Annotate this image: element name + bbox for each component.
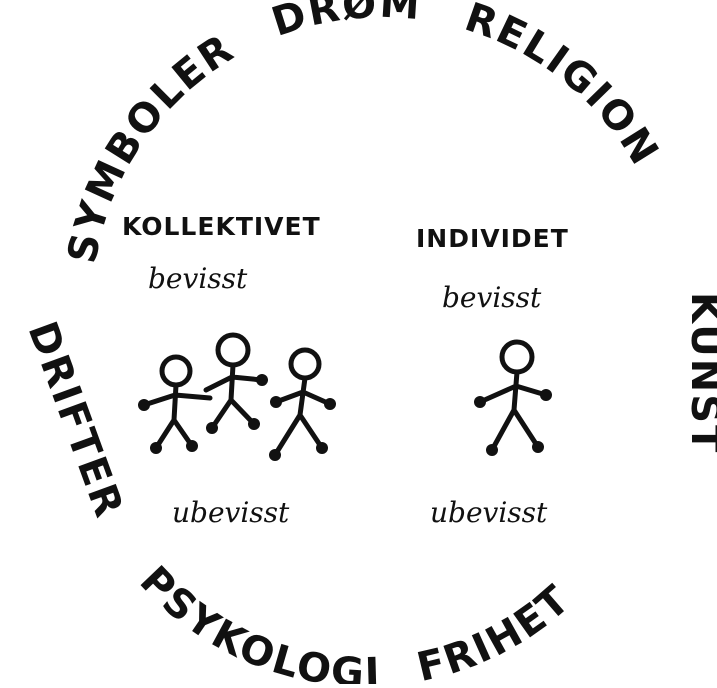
label-individet-bevisst: bevisst: [442, 281, 542, 314]
ring-word-kunst: KUNST: [682, 292, 717, 454]
ring-word-drom: DRØM: [266, 0, 423, 46]
stick-figure-individual: [474, 339, 552, 456]
label-kollektivet-ubevisst: ubevisst: [172, 496, 290, 529]
stick-figure-collective-3: [269, 347, 336, 461]
ring-word-psykologi: PSYKOLOGI: [131, 558, 382, 684]
heading-individet: INDIVIDET: [416, 224, 569, 253]
stick-figure-collective-1: [138, 354, 213, 454]
ring-word-frihet: FRIHET: [413, 576, 580, 684]
ring-word-drifter: DRIFTER: [19, 316, 133, 525]
ring-word-religion: RELIGION: [459, 0, 668, 174]
label-individet-ubevisst: ubevisst: [430, 496, 548, 529]
label-kollektivet-bevisst: bevisst: [148, 262, 248, 295]
heading-kollektivet: KOLLEKTIVET: [122, 212, 321, 241]
stick-figure-collective-2: [203, 332, 268, 434]
